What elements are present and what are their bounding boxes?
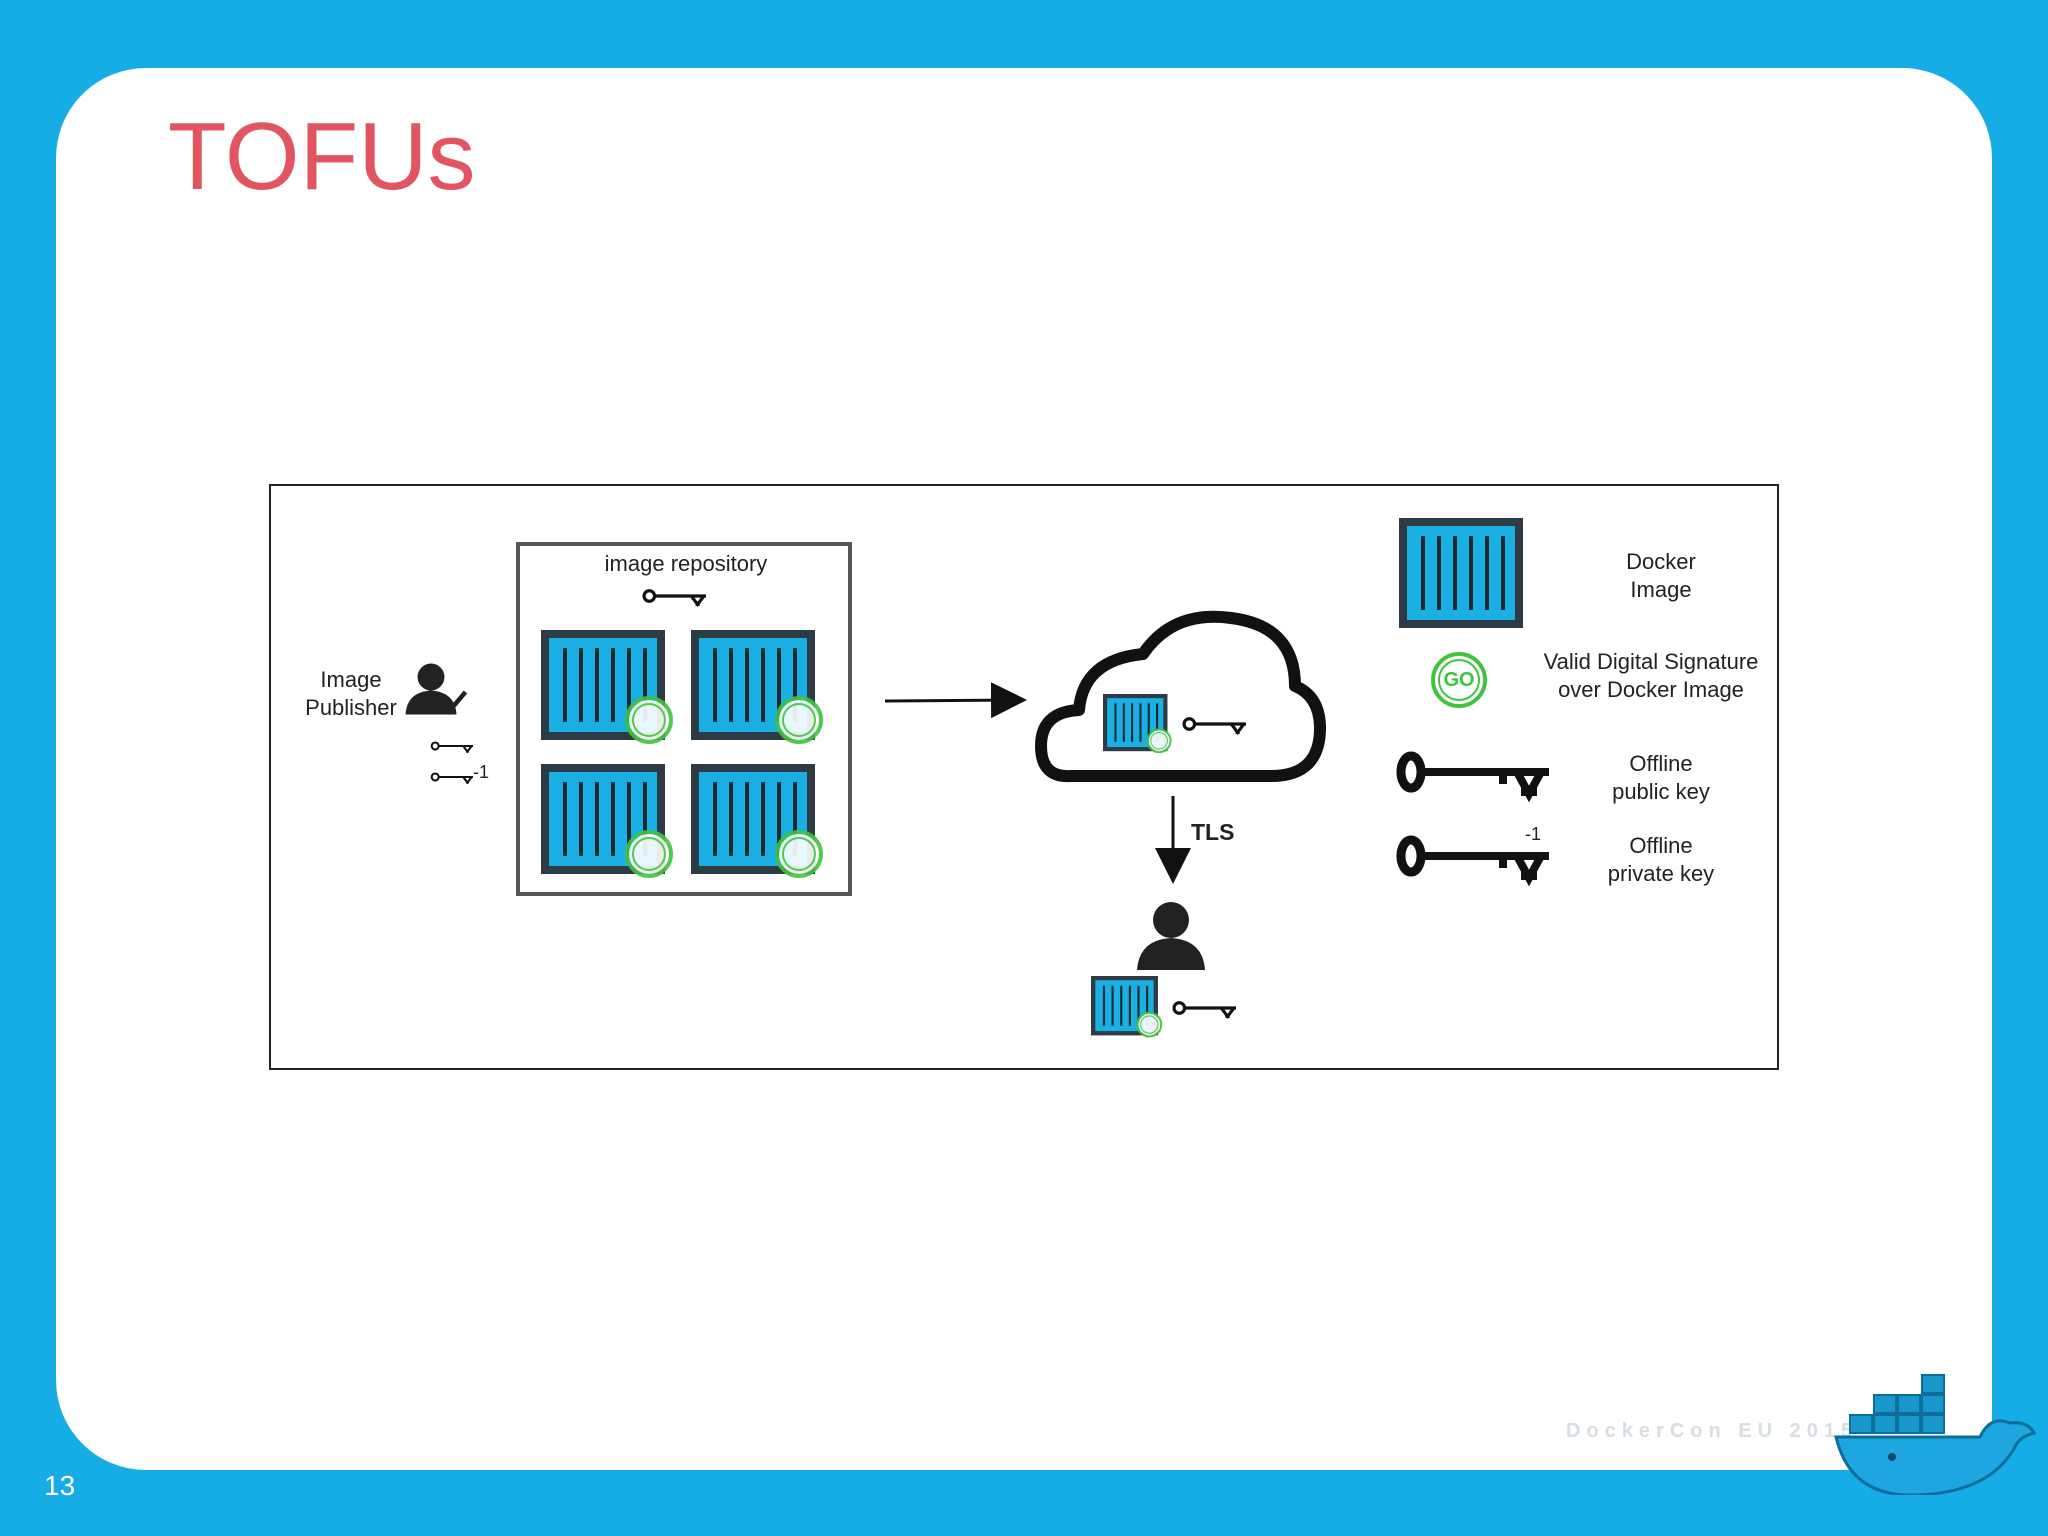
legend-docker-image-icon xyxy=(1397,516,1525,630)
user-docker-image xyxy=(1089,974,1163,1038)
cloud-docker-image xyxy=(1101,692,1172,754)
registry-cloud-icon xyxy=(1035,610,1327,783)
legend-docker-image-label: Docker Image xyxy=(1626,549,1696,602)
publisher-private-key-icon xyxy=(430,772,475,784)
legend-public-key-icon xyxy=(1396,751,1549,803)
publisher-label: Image Publisher xyxy=(305,667,397,720)
diagram-graphics xyxy=(405,516,1549,1038)
legend-private-key-icon xyxy=(1396,835,1549,887)
publisher-person-icon xyxy=(405,663,468,715)
repository-docker-image-3 xyxy=(539,762,673,878)
docker-whale-logo-icon xyxy=(1834,1374,2037,1495)
image-repository-box xyxy=(516,542,852,896)
page-number: 13 xyxy=(44,1470,76,1501)
repository-key-icon xyxy=(642,589,708,606)
legend-signature-badge-text: GO xyxy=(1443,669,1475,691)
legend-private-key-exponent: -1 xyxy=(1525,824,1542,844)
legend-public-key-label: Offline public key xyxy=(1612,751,1710,804)
tofu-diagram: Image Publisher -1 image repository TLS … xyxy=(269,484,1779,1070)
tls-label: TLS xyxy=(1191,819,1235,845)
repository-docker-image-2 xyxy=(689,628,823,744)
legend-signature-icon xyxy=(1431,652,1487,708)
repository-docker-image-4 xyxy=(689,762,823,878)
publisher-private-key-exponent: -1 xyxy=(473,762,490,782)
user-person-icon xyxy=(1137,902,1205,970)
repository-docker-image-1 xyxy=(539,628,673,744)
footer-brand: DockerCon EU 2015 xyxy=(1566,1420,1859,1442)
legend-private-key-label: Offline private key xyxy=(1607,833,1715,886)
push-arrow xyxy=(884,682,1027,719)
slide-title: TOFUs xyxy=(168,103,476,210)
publisher-public-key-icon xyxy=(430,741,475,753)
user-key-icon xyxy=(1172,1001,1238,1018)
legend-signature-label: Valid Digital Signature over Docker Imag… xyxy=(1543,649,1759,702)
image-repository-label: image repository xyxy=(604,551,768,576)
